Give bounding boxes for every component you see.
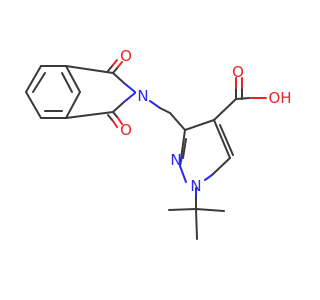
imide-ring: [65, 59, 136, 128]
benzene-ring: [25, 65, 81, 119]
nitrogen-atom-pyrazole-2: N: [170, 151, 181, 169]
bond: [168, 208, 197, 211]
nitrogen-atom-pyrazole-1: N: [190, 177, 201, 195]
oxygen-atom-carbonyl: O: [232, 63, 244, 81]
bond: [65, 111, 114, 119]
bond: [179, 155, 183, 167]
bond: [61, 72, 73, 93]
bond: [107, 64, 114, 72]
bond: [149, 100, 161, 109]
bond: [219, 124, 234, 156]
molecule-structure: O O N N N OH O: [25, 47, 292, 240]
oxygen-atom-bottom: O: [120, 121, 132, 139]
bond: [65, 65, 81, 93]
bond: [112, 59, 118, 66]
bond: [65, 91, 81, 119]
bond: [211, 157, 231, 176]
bond: [107, 114, 114, 122]
bond: [195, 208, 198, 240]
pyrazole-ring: [179, 119, 234, 183]
bond: [25, 65, 42, 93]
bond: [179, 165, 187, 183]
bond: [204, 174, 213, 181]
bond: [182, 138, 187, 159]
bond: [112, 120, 118, 128]
hydroxyl-group: OH: [268, 89, 291, 107]
oxygen-atom-top: O: [120, 47, 132, 65]
bond: [32, 72, 46, 93]
bond: [213, 98, 237, 121]
bond: [184, 119, 215, 131]
nitrogen-atom-imide: N: [137, 87, 148, 105]
bond: [112, 66, 119, 74]
bond: [112, 72, 125, 84]
bond: [65, 65, 114, 74]
bond: [195, 208, 225, 212]
bond: [117, 61, 123, 68]
bond: [25, 91, 42, 119]
bond: [117, 117, 123, 125]
bond: [123, 92, 136, 103]
bond: [112, 111, 119, 119]
bond: [123, 82, 136, 93]
bond: [169, 112, 186, 131]
bond: [213, 119, 231, 159]
bond: [112, 101, 125, 113]
bond: [159, 107, 171, 114]
